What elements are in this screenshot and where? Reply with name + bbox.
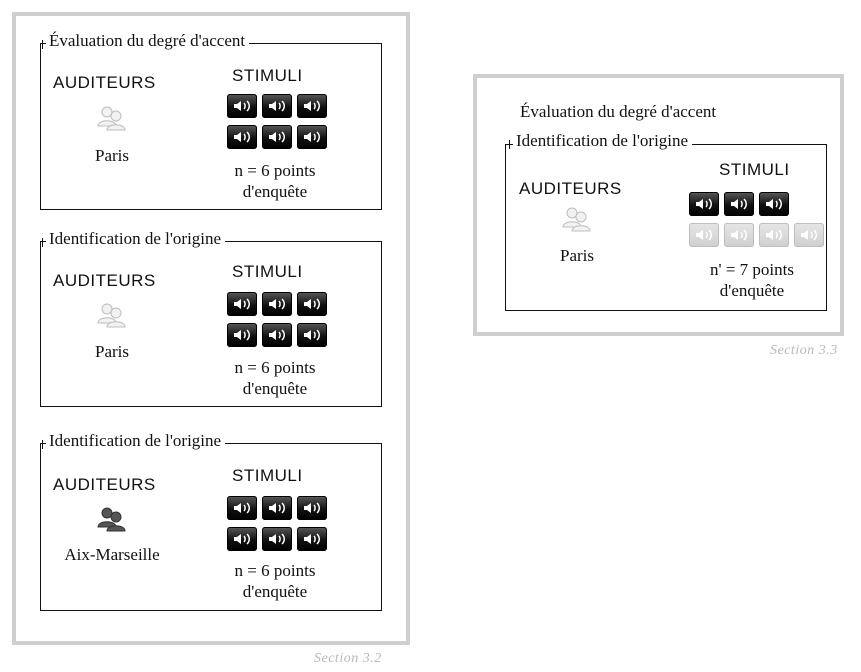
count-line-1: n = 6 points: [234, 561, 316, 580]
block-title: Identification de l'origine: [42, 229, 226, 249]
listener-city: Paris: [95, 146, 129, 165]
stimuli-label: STIMULI: [232, 66, 303, 85]
speaker-muted-icon: [724, 223, 754, 247]
count-label: n = 6 points d'enquête: [216, 160, 334, 202]
stimuli-label: STIMULI: [719, 160, 790, 179]
stimuli-speaker-grid: [227, 94, 327, 149]
speaker-icon: [262, 527, 292, 551]
speaker-icon: [297, 94, 327, 118]
count-line-2: d'enquête: [242, 379, 308, 398]
speaker-icon: [297, 125, 327, 149]
speaker-icon: [227, 323, 257, 347]
count-line-2: d'enquête: [242, 182, 308, 201]
panel-heading: Évaluation du degré d'accent: [520, 102, 717, 121]
speaker-muted-icon: [759, 223, 789, 247]
speaker-icon: [227, 292, 257, 316]
section-3-3-label: Section 3.3: [770, 343, 838, 358]
listener-city: Paris: [95, 342, 129, 361]
count-line-1: n' = 7 points: [710, 260, 794, 279]
block-title: Identification de l'origine: [42, 431, 226, 451]
count-label: n = 6 points d'enquête: [216, 357, 334, 399]
stimuli-speaker-grid: [227, 292, 327, 347]
speaker-icon: [262, 125, 292, 149]
stimuli-speaker-grid: [689, 192, 824, 247]
speaker-icon: [262, 94, 292, 118]
section-3-2-label: Section 3.2: [314, 651, 382, 666]
speaker-icon: [297, 527, 327, 551]
speaker-icon: [227, 496, 257, 520]
listener-city: Paris: [560, 246, 594, 265]
count-label: n = 6 points d'enquête: [216, 560, 334, 602]
count-line-1: n = 6 points: [234, 161, 316, 180]
listener-city: Aix-Marseille: [64, 545, 160, 564]
speaker-icon: [689, 192, 719, 216]
speaker-icon: [262, 292, 292, 316]
stimuli-label: STIMULI: [232, 262, 303, 281]
block-title: Évaluation du degré d'accent: [42, 31, 250, 51]
speaker-icon: [227, 527, 257, 551]
speaker-icon: [262, 496, 292, 520]
speaker-icon: [724, 192, 754, 216]
count-line-1: n = 6 points: [234, 358, 316, 377]
speaker-icon: [759, 192, 789, 216]
block-title: Identification de l'origine: [509, 131, 693, 151]
speaker-icon: [297, 292, 327, 316]
listeners-group-icon: [562, 207, 591, 232]
count-label: n' = 7 points d'enquête: [690, 259, 814, 301]
speaker-muted-icon: [689, 223, 719, 247]
speaker-muted-icon: [794, 223, 824, 247]
speaker-icon: [227, 125, 257, 149]
speaker-icon: [262, 323, 292, 347]
auditeurs-label: AUDITEURS: [53, 271, 156, 290]
auditeurs-label: AUDITEURS: [53, 475, 156, 494]
listeners-group-icon: [97, 303, 126, 328]
speaker-icon: [227, 94, 257, 118]
listeners-group-icon: [97, 106, 126, 131]
stimuli-speaker-grid: [227, 496, 327, 551]
count-line-2: d'enquête: [242, 582, 308, 601]
grid-spacer: [794, 192, 824, 216]
auditeurs-label: AUDITEURS: [53, 73, 156, 92]
auditeurs-label: AUDITEURS: [519, 179, 622, 198]
speaker-icon: [297, 496, 327, 520]
count-line-2: d'enquête: [719, 281, 785, 300]
speaker-icon: [297, 323, 327, 347]
listeners-group-icon: [97, 507, 126, 532]
stimuli-label: STIMULI: [232, 466, 303, 485]
